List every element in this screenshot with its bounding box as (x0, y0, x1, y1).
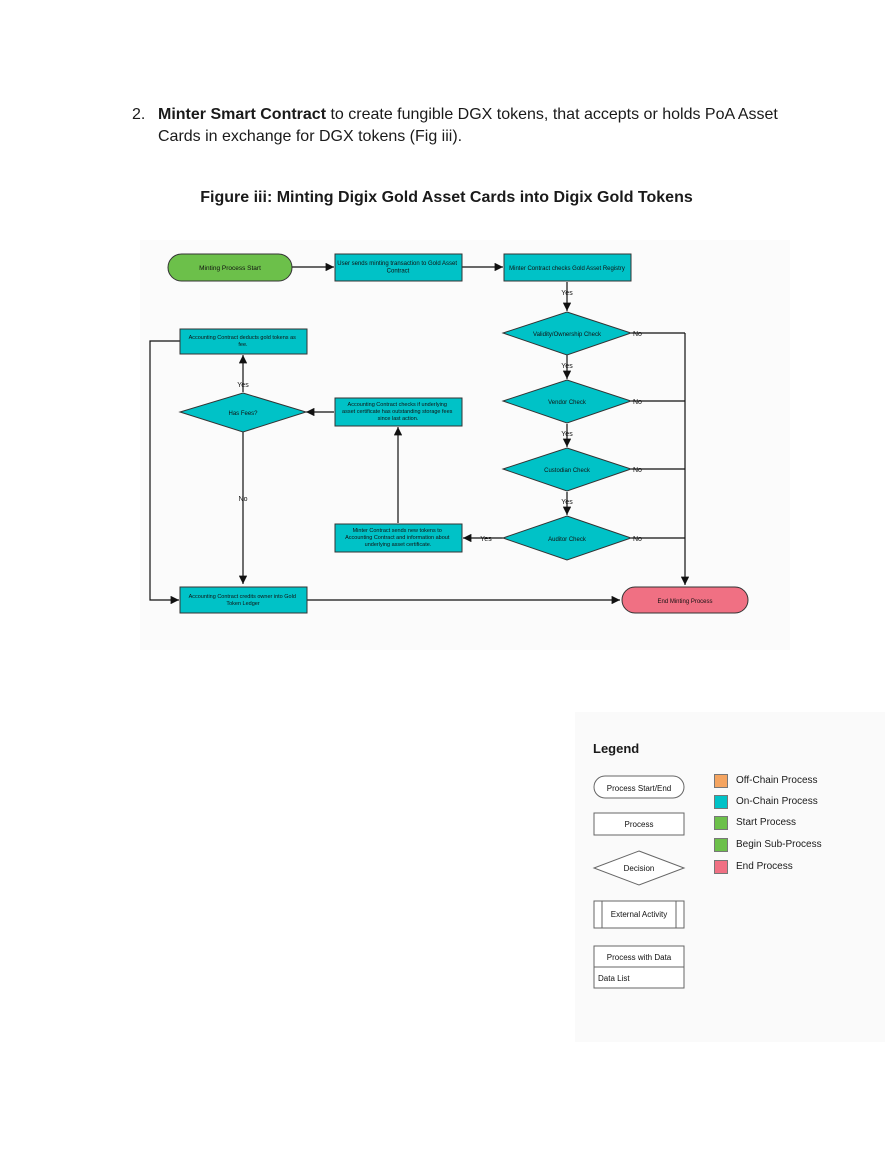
swatch-end-label: End Process (736, 861, 793, 872)
legend-data-list-shape (593, 966, 685, 989)
intro-line2: Cards in exchange for DGX tokens (Fig ii… (158, 128, 463, 145)
legend-external-shape (593, 900, 685, 929)
intro-bold: Minter Smart Contract (158, 106, 327, 123)
swatch-offchain (714, 774, 728, 788)
has-fees-decision (178, 392, 308, 433)
intro-line1-rest: to create fungible DGX tokens, that acce… (326, 106, 778, 123)
vendor-decision (501, 379, 633, 424)
connectors (149, 262, 690, 605)
deducts-label: Accounting Contract deducts gold tokens … (189, 335, 298, 348)
minter-sends-box (334, 523, 463, 553)
edge-label-no: No (239, 496, 248, 503)
legend-start-end-label: Process Start/End (607, 784, 671, 793)
swatch-start (714, 816, 728, 830)
swatch-end (714, 860, 728, 874)
legend-start-end-shape (593, 775, 685, 799)
swatch-subprocess (714, 838, 728, 852)
edge-label-yes: Yes (561, 431, 573, 438)
edge-label-yes: Yes (561, 290, 573, 297)
edge-label-no: No (633, 467, 642, 474)
legend-data-list-label: Data List (598, 974, 630, 983)
minter-sends-label: Minter Contract sends new tokens to Acco… (345, 528, 451, 548)
edge-label-yes: Yes (237, 382, 249, 389)
swatch-onchain-label: On-Chain Process (736, 796, 818, 807)
custodian-label: Custodian Check (544, 468, 591, 474)
has-fees-label: Has Fees? (228, 411, 258, 417)
minter-checks-label: Minter Contract checks Gold Asset Regist… (509, 266, 625, 272)
legend-process-shape (593, 812, 685, 836)
swatch-start-label: Start Process (736, 817, 797, 828)
edge-label-yes: Yes (480, 536, 492, 543)
end-terminal (621, 586, 749, 614)
deducts-box (179, 328, 308, 355)
auditor-label: Auditor Check (548, 537, 587, 543)
edge-label-no: No (633, 536, 642, 543)
edge-deduct-to-credit (149, 340, 180, 605)
start-terminal (167, 253, 293, 282)
legend-title: Legend (593, 741, 640, 756)
accounting-checks-label: Accounting Contract checks if underlying… (342, 402, 454, 422)
custodian-decision (501, 447, 633, 492)
vendor-label: Vendor Check (548, 400, 587, 406)
user-sends-box (334, 253, 463, 282)
credits-label: Accounting Contract credits owner into G… (189, 594, 298, 607)
figure-title: Figure iii: Minting Digix Gold Asset Car… (200, 189, 693, 206)
edge-label-yes: Yes (561, 363, 573, 370)
edge-label-yes: Yes (561, 499, 573, 506)
minter-checks-box (503, 253, 632, 282)
edge-label-no: No (633, 331, 642, 338)
legend-external-label: External Activity (611, 910, 667, 919)
accounting-checks-box (334, 397, 463, 427)
credits-box (179, 586, 308, 614)
swatch-subprocess-label: Begin Sub-Process (736, 839, 822, 850)
legend-with-data-label: Process with Data (607, 953, 672, 962)
user-sends-label: User sends minting transaction to Gold A… (337, 261, 458, 275)
validity-decision (501, 311, 633, 356)
swatch-offchain-label: Off-Chain Process (736, 775, 818, 786)
legend-decision-shape (592, 850, 686, 886)
edge-label-no: No (633, 399, 642, 406)
legend-decision-label: Decision (624, 864, 655, 873)
end-label: End Minting Process (657, 599, 712, 605)
start-label: Minting Process Start (199, 265, 261, 272)
swatch-onchain (714, 795, 728, 809)
legend-process-label: Process (625, 820, 654, 829)
intro-text: Minter Smart Contract to create fungible… (158, 104, 808, 148)
auditor-decision (501, 515, 633, 561)
list-number: 2. (132, 106, 146, 123)
validity-label: Validity/Ownership Check (533, 332, 602, 338)
